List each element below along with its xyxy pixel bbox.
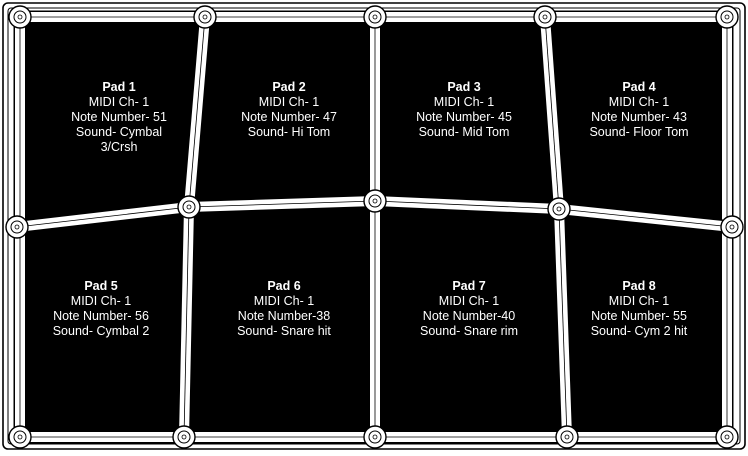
pad-2-sound: Sound- Hi Tom <box>247 125 331 139</box>
joint-t3-center <box>542 14 548 20</box>
pad-8-label: Pad 8 MIDI Ch- 1 Note Number- 55 Sound- … <box>564 279 714 339</box>
pad-7-label: Pad 7 MIDI Ch- 1 Note Number-40 Sound- S… <box>394 279 544 339</box>
frame-bar-8-center <box>558 208 733 228</box>
pad-3-label: Pad 3 MIDI Ch- 1 Note Number- 45 Sound- … <box>389 80 539 140</box>
pad-6-channel: MIDI Ch- 1 <box>253 294 315 308</box>
joint-m1-center <box>186 204 192 210</box>
pad-7-channel: MIDI Ch- 1 <box>438 294 500 308</box>
pad-1-sound-continued: 3/Crsh <box>100 140 138 154</box>
pad-1-sound: Sound- Cymbal <box>75 125 163 139</box>
pad-6-label: Pad 6 MIDI Ch- 1 Note Number-38 Sound- S… <box>209 279 359 339</box>
pad-6-title: Pad 6 <box>267 279 301 293</box>
pad-4-label: Pad 4 MIDI Ch- 1 Note Number- 43 Sound- … <box>564 80 714 140</box>
pad-2-note: Note Number- 47 <box>241 110 337 124</box>
pad-4-channel: MIDI Ch- 1 <box>608 95 670 109</box>
pad-8-note: Note Number- 55 <box>591 309 687 323</box>
frame-bar-5-center <box>16 206 190 228</box>
joint-m2-center <box>372 198 378 204</box>
pad-5-channel: MIDI Ch- 1 <box>70 294 132 308</box>
frame-bar-10-center <box>183 206 190 438</box>
frame-bar-9-center <box>188 16 206 208</box>
pad-3-channel: MIDI Ch- 1 <box>433 95 495 109</box>
pad-1-label: Pad 1 MIDI Ch- 1 Note Number- 51 Sound- … <box>44 80 194 155</box>
pad-3-sound: Sound- Mid Tom <box>418 125 510 139</box>
pad-5-label: Pad 5 MIDI Ch- 1 Note Number- 56 Sound- … <box>26 279 176 339</box>
pad-8-title: Pad 8 <box>622 279 656 293</box>
joint-tr-center <box>724 14 730 20</box>
frame-bar-7-center <box>374 200 560 210</box>
joint-b3-center <box>564 434 570 440</box>
joint-b2-center <box>372 434 378 440</box>
pad-8-channel: MIDI Ch- 1 <box>608 294 670 308</box>
pad-6-note: Note Number-38 <box>237 309 331 323</box>
frame-bar-14-center <box>558 208 568 438</box>
pad-3-title: Pad 3 <box>447 80 481 94</box>
pad-2-title: Pad 2 <box>272 80 306 94</box>
joint-bl-center <box>17 434 23 440</box>
pad-8-sound: Sound- Cym 2 hit <box>590 324 688 338</box>
joint-br-center <box>724 434 730 440</box>
pad-5-title: Pad 5 <box>84 279 118 293</box>
pad-7-title: Pad 7 <box>452 279 486 293</box>
pad-2-label: Pad 2 MIDI Ch- 1 Note Number- 47 Sound- … <box>214 80 364 140</box>
joint-t2-center <box>372 14 378 20</box>
joint-m3-center <box>556 206 562 212</box>
pad-7-note: Note Number-40 <box>422 309 516 323</box>
pad-7-sound: Sound- Snare rim <box>420 324 518 338</box>
pad-5-note: Note Number- 56 <box>53 309 149 323</box>
joint-r-center <box>729 224 735 230</box>
pad-3-note: Note Number- 45 <box>416 110 512 124</box>
pad-1-note: Note Number- 51 <box>71 110 167 124</box>
joint-b1-center <box>181 434 187 440</box>
frame-bar-13-center <box>544 16 560 210</box>
joint-t1-center <box>202 14 208 20</box>
pad-4-title: Pad 4 <box>622 80 656 94</box>
joint-l-center <box>14 224 20 230</box>
pad-2-channel: MIDI Ch- 1 <box>258 95 320 109</box>
pad-6-sound: Sound- Snare hit <box>237 324 331 338</box>
frame-bar-6-center <box>188 200 376 208</box>
pad-1-title: Pad 1 <box>102 80 136 94</box>
pad-5-sound: Sound- Cymbal 2 <box>52 324 150 338</box>
pad-4-sound: Sound- Floor Tom <box>589 125 689 139</box>
outer-border <box>2 2 746 450</box>
joint-tl-center <box>17 14 23 20</box>
pad-4-note: Note Number- 43 <box>591 110 687 124</box>
pad-1-channel: MIDI Ch- 1 <box>88 95 150 109</box>
